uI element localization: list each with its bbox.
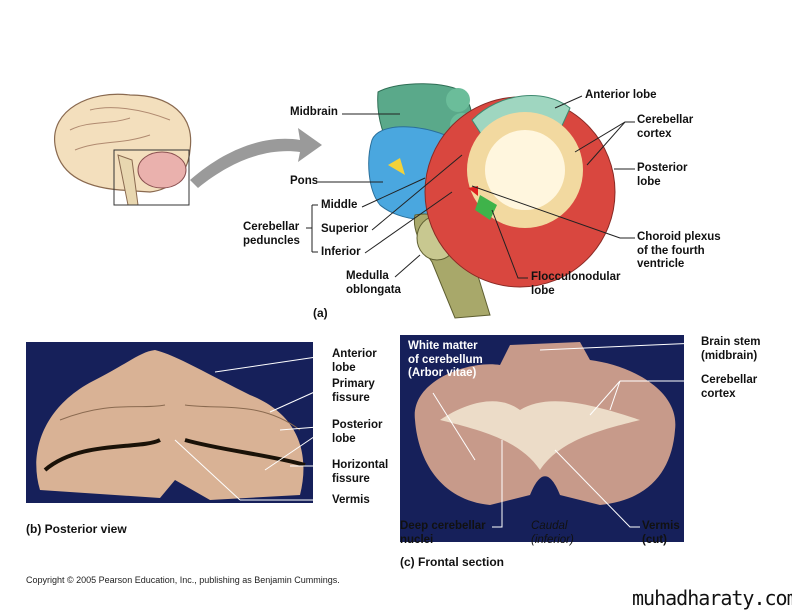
label-caudal: Caudal(inferior): [531, 520, 574, 547]
text-line: (cut): [642, 533, 667, 546]
text-line: cortex: [637, 127, 672, 140]
text-line: peduncles: [243, 234, 300, 247]
text-line: fissure: [332, 472, 370, 485]
text-line: Cerebellar: [637, 114, 694, 126]
label-inferior-peduncle: Inferior: [321, 246, 361, 258]
copyright-notice: Copyright © 2005 Pearson Education, Inc.…: [26, 575, 340, 585]
text-line: oblongata: [346, 283, 401, 296]
text-line: ventricle: [637, 258, 685, 270]
text-line: fissure: [332, 391, 370, 404]
text-line: Medulla: [346, 270, 389, 282]
text-line: Choroid plexus: [637, 231, 721, 243]
text-line: Caudal: [531, 520, 568, 532]
text-line: Posterior: [332, 419, 383, 431]
text-line: of the fourth: [637, 244, 705, 257]
text-line: cortex: [701, 387, 736, 400]
text-line: Anterior: [332, 348, 377, 360]
text-line: Cerebellar: [243, 221, 300, 233]
text-line: lobe: [531, 284, 555, 297]
text-line: (Arbor vitae): [408, 367, 477, 379]
text-line: Deep cerebellar: [400, 520, 486, 532]
text-line: lobe: [637, 175, 661, 188]
brainstem-cerebellum-illustration: [368, 83, 616, 319]
text-line: Cerebellar: [701, 374, 758, 386]
text-line: White matter: [408, 340, 478, 352]
watermark: muhadharaty.com: [632, 586, 792, 610]
text-line: Brain stem: [701, 336, 761, 348]
text-line: Primary: [332, 378, 375, 390]
caption-b: (b) Posterior view: [26, 522, 127, 536]
label-anterior-lobe: Anterior lobe: [585, 89, 657, 101]
caption-c: (c) Frontal section: [400, 555, 505, 569]
text-line: lobe: [332, 432, 356, 445]
text-line: Vermis: [642, 520, 680, 532]
text-line: (inferior): [531, 533, 574, 546]
text-line: of cerebellum: [408, 353, 483, 366]
label-brain-stem: Brain stem(midbrain): [701, 336, 760, 363]
text-line: lobe: [332, 361, 356, 374]
caption-a: (a): [313, 306, 328, 320]
text-line: Posterior: [637, 162, 688, 174]
label-vermis-cut: Vermis(cut): [642, 520, 680, 547]
text-line: (midbrain): [701, 349, 758, 362]
label-pons: Pons: [290, 175, 319, 187]
text-line: Horizontal: [332, 459, 389, 471]
label-superior-peduncle: Superior: [321, 223, 369, 235]
label-midbrain: Midbrain: [290, 106, 338, 118]
pointer-arrow: [190, 128, 322, 188]
label-vermis: Vermis: [332, 494, 370, 506]
leader-lines-a: [306, 95, 635, 279]
sagittal-brain-sketch: [54, 93, 192, 206]
text-line: Flocculonodular: [531, 271, 621, 283]
text-line: nuclei: [400, 533, 434, 546]
label-middle-peduncle: Middle: [321, 199, 358, 211]
